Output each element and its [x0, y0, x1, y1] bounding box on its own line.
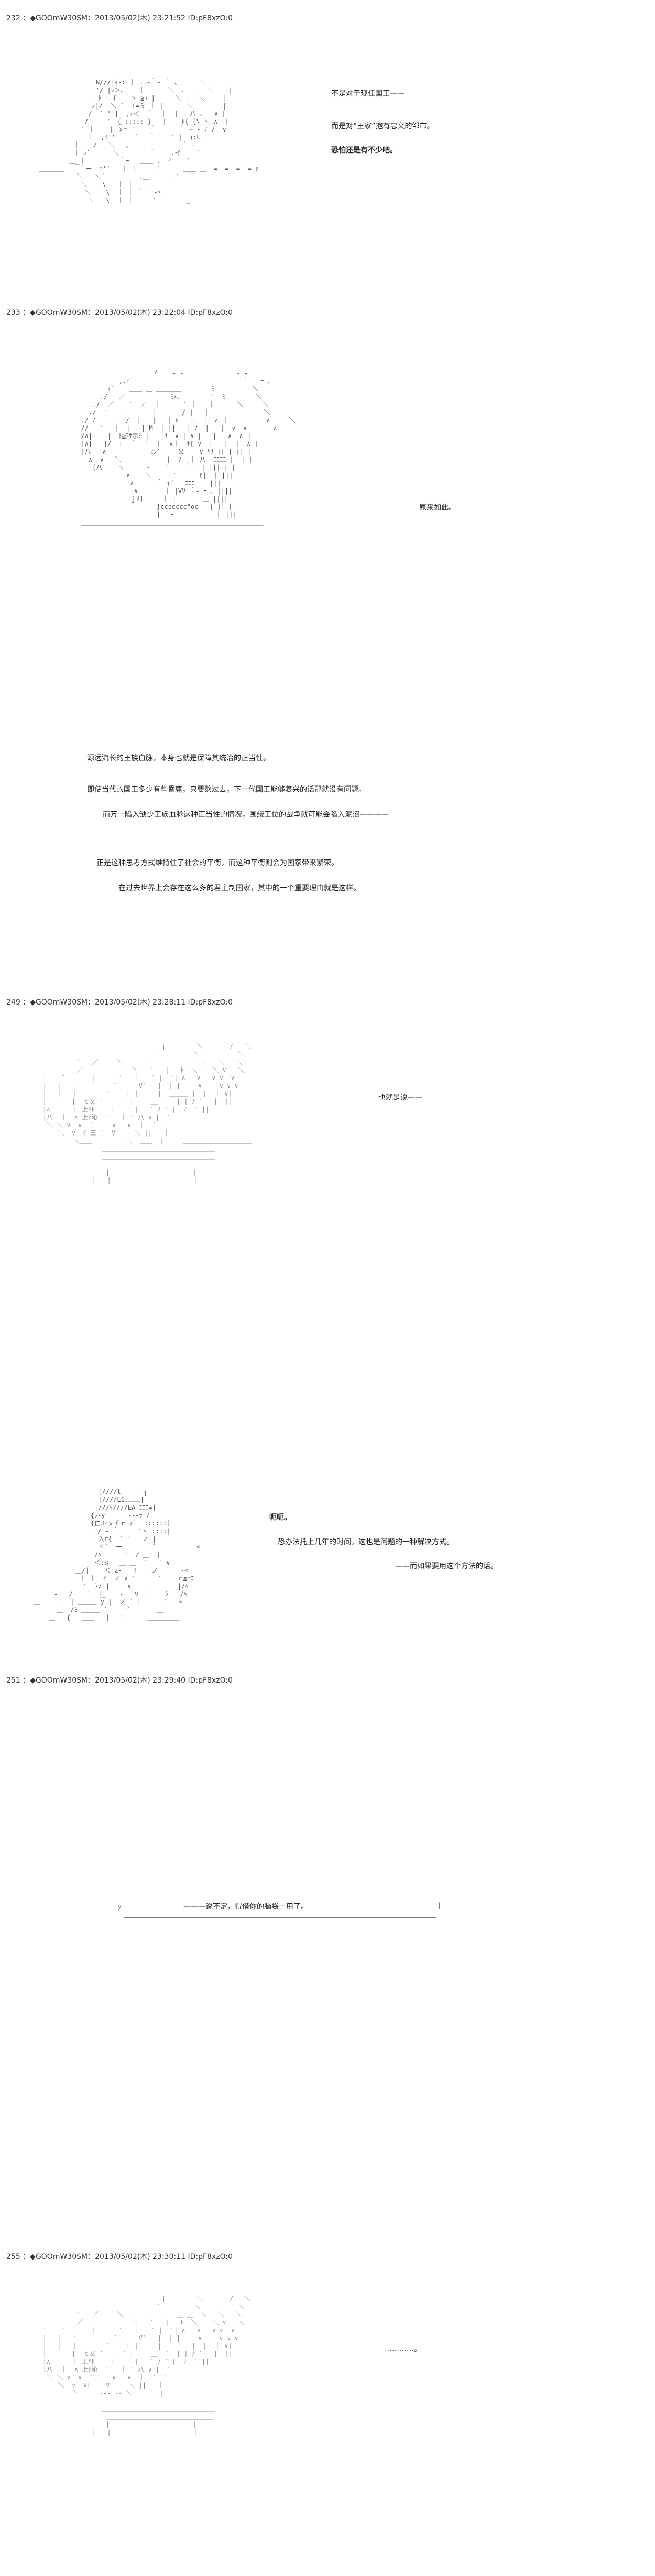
ascii-art: ｊ ＼ / ＼ ′ ＼ ＼ ′ ／ ＼ ′ ′ ＿ ＿ ＼ ＼ ＼ ／ ＼ ′ …	[42, 2295, 252, 2436]
ascii-art: [////l‐‐‐‐‐‐┐ |////L1ﾆﾆﾆﾆﾆ| |///ｬ////EA …	[34, 1488, 201, 1621]
post-header: 251 ：◆GOOmW30SM：2013/05/02(木) 23:29:40 I…	[6, 1676, 233, 1685]
post-header: 232 ：◆GOOmW30SM：2013/05/02(木) 23:21:52 I…	[6, 14, 233, 23]
ascii-art: ＿＿＿ ＿ ＿ ｲ ‐ ‐ ＿＿ ＿＿ ＿＿ ‐ ‐ ,.ｨ´ ＿ ＿＿＿＿＿ …	[81, 362, 296, 526]
ascii-art: ｊ ＼ / ＼ ′ ＼ ＼ ′ ／ ＼ ′ ′ ＿ ＿ ＼ ＼ ＼ ／ ＼ ′ …	[42, 1043, 253, 1184]
post-header: 233 ：◆GOOmW30SM：2013/05/02(木) 23:22:04 I…	[6, 309, 233, 317]
dialogue-line: 恐办法托上几年的时间，这也是问题的一种解决方式。	[278, 1538, 454, 1546]
post-header: 255 ：◆GOOmW30SM：2013/05/02(木) 23:30:11 I…	[6, 2253, 233, 2261]
bubble-left-edge: ｙ	[116, 1903, 123, 1910]
dialogue-line: …………。	[385, 2345, 421, 2353]
dialogue-line: 恐怕还是有不少吧。	[331, 146, 397, 155]
dialogue-line: ———说不定，得借你的脑袋一用了。	[183, 1903, 308, 1911]
narration-line: 即使当代的国王多少有些昏庸，只要熬过去，下一代国王能够复兴的话那就没有问题。	[87, 785, 366, 794]
ascii-art: N///|ｨ‐: ｜ ..‐｀‐ ｀ ､ ＼ '/ |ﾚ＞､ ｜ ＼ ､＿＿＿ …	[39, 79, 267, 204]
narration-line: 在过去世界上会存在这么多的君主制国家，其中的一个重要理由就是这样。	[118, 884, 361, 892]
narration-line: 正是这种思考方式维持住了社会的平衡，而这种平衡则会为国家带来繁荣。	[96, 859, 339, 867]
dialogue-line: 原来如此。	[419, 504, 456, 512]
dialogue-line: 而是对“王家”抱有忠义的邹市。	[331, 122, 434, 130]
narration-line: 源远流长的王族血脉，本身也就是保障其统治的正当性。	[87, 754, 270, 762]
bubble-right-edge: |	[437, 1902, 441, 1909]
dialogue-line: 呃呃。	[269, 1513, 291, 1522]
dialogue-line: ——而如果要用这个方法的话。	[395, 1562, 498, 1570]
speech-bubble: ｙ |	[116, 1898, 441, 1918]
post-header: 249 ：◆GOOmW30SM：2013/05/02(木) 23:28:11 I…	[6, 998, 233, 1007]
dialogue-line: 不是对于现任国王——	[331, 90, 405, 98]
dialogue-line: 也就是说——	[378, 1094, 422, 1102]
narration-line: 而万一陷入缺少王族血脉这种正当性的情况，围绕王位的战争就可能会陷入泥沼————	[103, 811, 389, 819]
